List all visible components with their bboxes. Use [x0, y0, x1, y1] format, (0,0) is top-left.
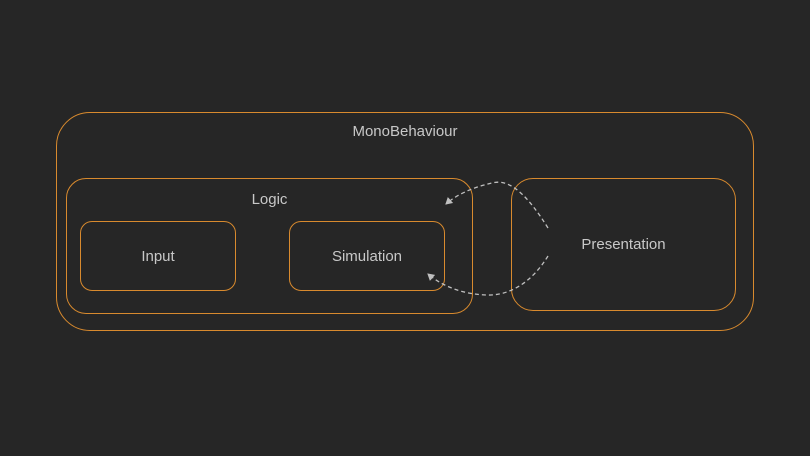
- logic-container: Logic: [66, 178, 473, 314]
- simulation-box: Simulation: [289, 221, 445, 291]
- monobehaviour-label: MonoBehaviour: [352, 123, 458, 140]
- monobehaviour-container: MonoBehaviour: [56, 112, 754, 331]
- input-box: Input: [80, 221, 236, 291]
- presentation-label: Presentation: [581, 236, 666, 253]
- presentation-box: Presentation: [511, 178, 736, 311]
- logic-label: Logic: [251, 191, 288, 208]
- input-label: Input: [141, 248, 175, 265]
- simulation-label: Simulation: [331, 248, 403, 265]
